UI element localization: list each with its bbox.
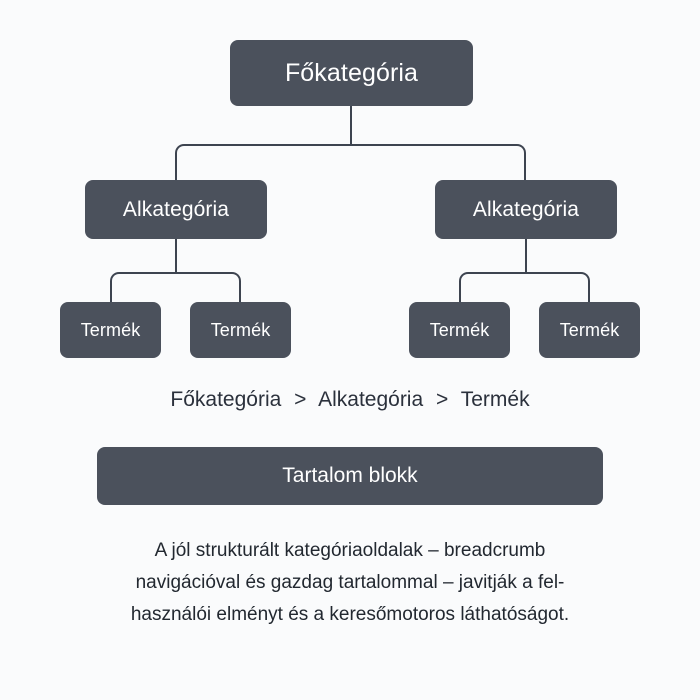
breadcrumb-separator-1: > — [294, 388, 307, 411]
description-paragraph: A jól strukturált kategóriaoldalak – bre… — [60, 535, 640, 631]
node-subcategory-right-label: Alkategória — [472, 197, 580, 221]
node-main-category[interactable]: Főkategória — [230, 40, 473, 106]
breadcrumb: Főkategória > Alkategória > Termék — [0, 388, 700, 412]
connector-root-stem — [350, 106, 352, 146]
node-subcategory-right[interactable]: Alkategória — [435, 180, 617, 239]
node-product-1[interactable]: Termék — [60, 302, 161, 358]
node-main-category-label: Főkategória — [284, 58, 419, 87]
breadcrumb-separator-2: > — [436, 388, 449, 411]
node-product-4-label: Termék — [559, 319, 620, 340]
breadcrumb-item-subcategory[interactable]: Alkategória — [318, 388, 424, 411]
breadcrumb-item-product[interactable]: Termék — [460, 388, 530, 411]
connector-level1-bus — [175, 144, 526, 181]
node-product-3-label: Termék — [429, 319, 490, 340]
node-product-3[interactable]: Termék — [409, 302, 510, 358]
node-product-2[interactable]: Termék — [190, 302, 291, 358]
description-line-1: A jól strukturált kategóriaoldalak – bre… — [154, 540, 546, 561]
node-product-2-label: Termék — [210, 319, 271, 340]
connector-subcategory-left-stem — [175, 239, 177, 273]
breadcrumb-item-main-category[interactable]: Főkategória — [170, 388, 282, 411]
content-block-label: Tartalom blokk — [282, 464, 418, 487]
connector-level2-bus-right — [459, 272, 590, 304]
description-line-3: használói elményt és a keresőmotoros lát… — [130, 604, 570, 625]
node-product-4[interactable]: Termék — [539, 302, 640, 358]
connector-subcategory-right-stem — [525, 239, 527, 273]
node-product-1-label: Termék — [80, 319, 141, 340]
connector-level2-bus-left — [110, 272, 241, 304]
description-line-2: navigációval és gazdag tartalommal – jav… — [135, 572, 565, 593]
node-subcategory-left-label: Alkategória — [122, 197, 230, 221]
node-subcategory-left[interactable]: Alkategória — [85, 180, 267, 239]
content-block[interactable]: Tartalom blokk — [97, 447, 603, 505]
